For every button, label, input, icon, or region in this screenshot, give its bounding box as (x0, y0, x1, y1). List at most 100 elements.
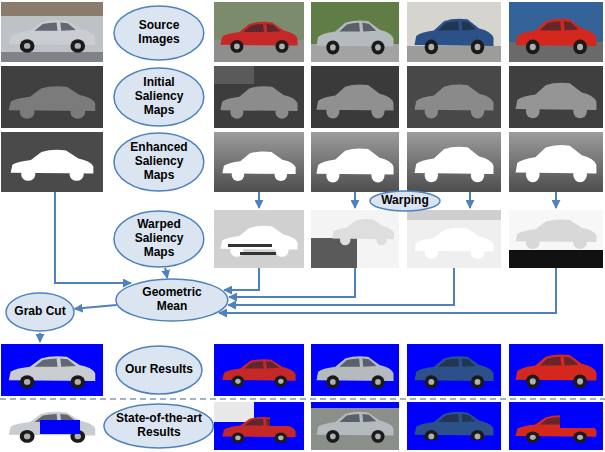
map-ground (509, 66, 603, 128)
car-silhouette (11, 150, 94, 181)
saliency-map (407, 66, 501, 128)
photo-ground (311, 44, 399, 62)
flow-arrow (469, 192, 471, 208)
flow-arrow (354, 192, 356, 208)
label-text-group: Our Results (125, 363, 193, 377)
flow-arrow (219, 268, 556, 313)
map-region (407, 210, 501, 220)
photo-ground (1, 52, 103, 62)
label-ellipse: Warped Saliency Maps (113, 210, 205, 268)
saliency-map (214, 66, 304, 128)
car-picture (516, 19, 597, 55)
label-ellipse: Initial Saliency Maps (113, 67, 205, 127)
ellipse-outline (116, 279, 228, 321)
label-text-group: Geometric Mean (127, 286, 217, 314)
map-ground (509, 210, 603, 268)
result-ground (214, 344, 304, 396)
result-ground (509, 402, 603, 450)
saliency-map (509, 210, 603, 268)
result-cut (270, 412, 304, 426)
map-ground (311, 210, 399, 268)
label-text-group: Initial Saliency Maps (123, 76, 195, 117)
map-stripe (228, 244, 272, 247)
ellipse-outline (116, 346, 202, 394)
map-stripe (240, 252, 276, 255)
car-silhouette (316, 84, 393, 118)
map-ground (214, 132, 304, 192)
result-photo (214, 402, 304, 450)
label-text-group: Grab Cut (14, 305, 65, 319)
result-ground (311, 402, 399, 450)
result-ground (509, 344, 603, 396)
label-text: Enhanced Saliency Maps (123, 141, 195, 182)
result-photo (509, 402, 603, 450)
map-region (311, 238, 357, 268)
map-region (509, 250, 603, 268)
map-ground (214, 66, 304, 128)
car-silhouette (516, 83, 597, 119)
car-silhouette (415, 84, 494, 118)
saliency-map (509, 132, 603, 192)
dashed-separator (0, 398, 605, 400)
car-picture (9, 20, 95, 52)
result-ground (407, 402, 501, 450)
car-picture (222, 359, 295, 387)
label-ellipse: Our Results (115, 345, 203, 395)
result-ground (1, 344, 103, 396)
car-picture (415, 356, 494, 388)
car-picture (9, 356, 95, 388)
result-ground (407, 344, 501, 396)
ellipse-outline (114, 211, 204, 267)
ellipse-outline (114, 68, 204, 126)
label-text-group: State-of-the-art Results (115, 412, 203, 440)
result-ground (214, 402, 254, 422)
label-text: Warped Saliency Maps (123, 218, 195, 259)
ellipse-outline (6, 293, 74, 331)
result-cut (560, 410, 603, 428)
car-picture (516, 354, 597, 388)
result-photo (407, 402, 501, 450)
label-ellipse: Source Images (113, 5, 205, 61)
car-silhouette (220, 86, 297, 118)
label-text: Our Results (125, 363, 193, 377)
ellipse-outline (114, 6, 204, 60)
ellipse-outline (370, 191, 440, 211)
flow-arrow (258, 192, 260, 208)
flow-arrow (555, 192, 557, 208)
label-ellipse: Enhanced Saliency Maps (113, 132, 205, 192)
saliency-map (1, 132, 103, 192)
map-ground (214, 210, 304, 268)
label-text-group: Warping (381, 194, 429, 208)
car-silhouette (332, 219, 394, 245)
result-photo (407, 344, 501, 396)
result-ground (311, 344, 399, 396)
saliency-map (214, 210, 304, 268)
car-silhouette (516, 145, 597, 182)
map-ground (1, 66, 103, 128)
result-photo (214, 344, 304, 396)
label-text: Initial Saliency Maps (123, 76, 195, 117)
ellipse-outline (114, 133, 204, 191)
car-picture (220, 22, 297, 53)
saliency-map (509, 66, 603, 128)
flow-arrow (228, 268, 454, 305)
result-cut (311, 402, 399, 408)
car-silhouette (516, 220, 597, 249)
map-ground (407, 132, 501, 192)
result-cut (40, 420, 80, 434)
map-ground (311, 132, 399, 192)
photo-ground (407, 2, 501, 62)
label-ellipse: State-of-the-art Results (103, 403, 214, 449)
car-silhouette (316, 148, 393, 182)
flow-arrow (229, 268, 355, 297)
car-silhouette (9, 86, 95, 118)
photo-ground (407, 46, 501, 62)
result-ground (214, 402, 304, 450)
flow-connector (75, 305, 117, 309)
map-ground (407, 210, 501, 268)
map-ground (214, 66, 254, 84)
label-text-group: Enhanced Saliency Maps (123, 141, 195, 182)
label-text: Geometric Mean (127, 286, 217, 314)
